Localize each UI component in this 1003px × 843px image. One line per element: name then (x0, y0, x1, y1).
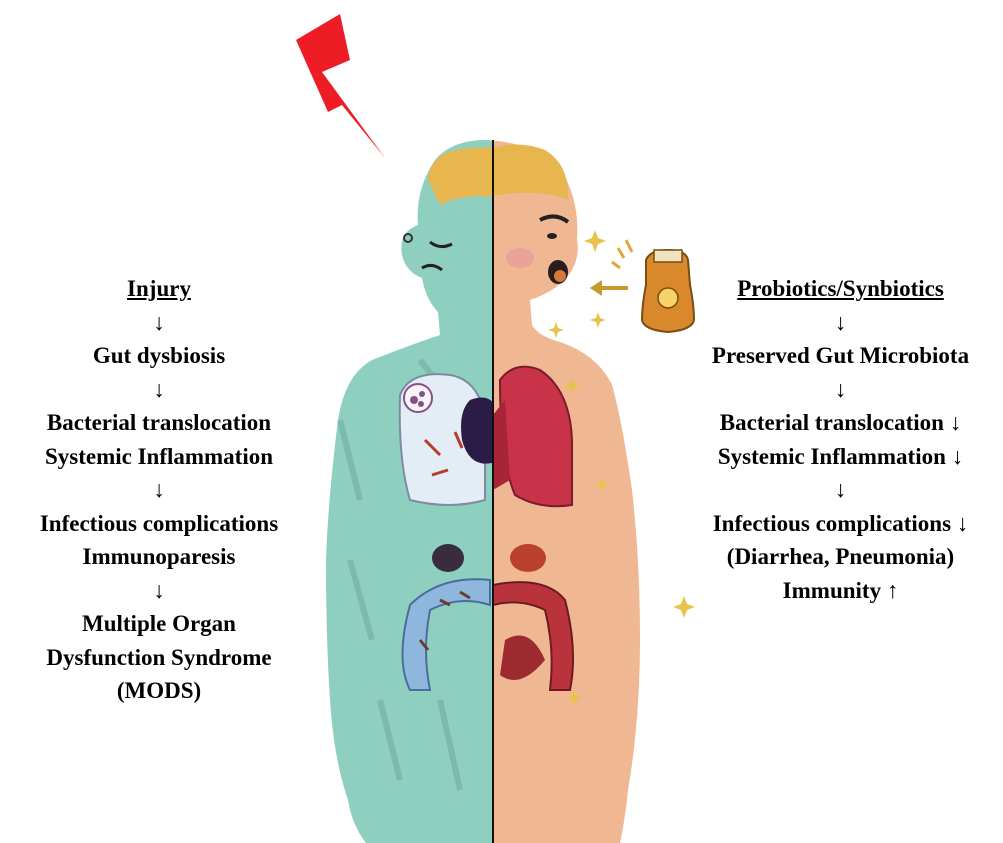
probiotics-step: Infectious complications ↓ (678, 507, 1003, 541)
injury-step: Systemic Inflammation (0, 440, 318, 474)
probiotics-step: Systemic Inflammation ↓ (678, 440, 1003, 474)
lightning-bolt-icon (296, 14, 385, 158)
injury-step: Immunoparesis (0, 540, 318, 574)
probiotics-step: (Diarrhea, Pneumonia) (678, 540, 1003, 574)
injury-arrow: ↓ (0, 574, 318, 608)
injury-step: Bacterial translocation (0, 406, 318, 440)
injury-step: Gut dysbiosis (0, 339, 318, 373)
probiotics-arrow: ↓ (678, 373, 1003, 407)
probiotics-step: Immunity ↑ (678, 574, 1003, 608)
injury-step: (MODS) (0, 674, 318, 708)
probiotics-arrow: ↓ (678, 306, 1003, 340)
injury-step: Multiple Organ (0, 607, 318, 641)
injury-arrow: ↓ (0, 473, 318, 507)
injury-step: Infectious complications (0, 507, 318, 541)
probiotics-step: Preserved Gut Microbiota (678, 339, 1003, 373)
arrow-left-icon (590, 280, 628, 296)
probiotics-pathway: Probiotics/Synbiotics ↓ Preserved Gut Mi… (678, 272, 1003, 607)
injury-arrow: ↓ (0, 306, 318, 340)
injury-title: Injury (0, 272, 318, 306)
probiotics-step: Bacterial translocation ↓ (678, 406, 1003, 440)
injury-arrow: ↓ (0, 373, 318, 407)
probiotics-arrow: ↓ (678, 473, 1003, 507)
probiotics-title: Probiotics/Synbiotics (678, 272, 1003, 306)
injury-pathway: Injury ↓ Gut dysbiosis ↓ Bacterial trans… (0, 272, 318, 708)
injury-step: Dysfunction Syndrome (0, 641, 318, 675)
